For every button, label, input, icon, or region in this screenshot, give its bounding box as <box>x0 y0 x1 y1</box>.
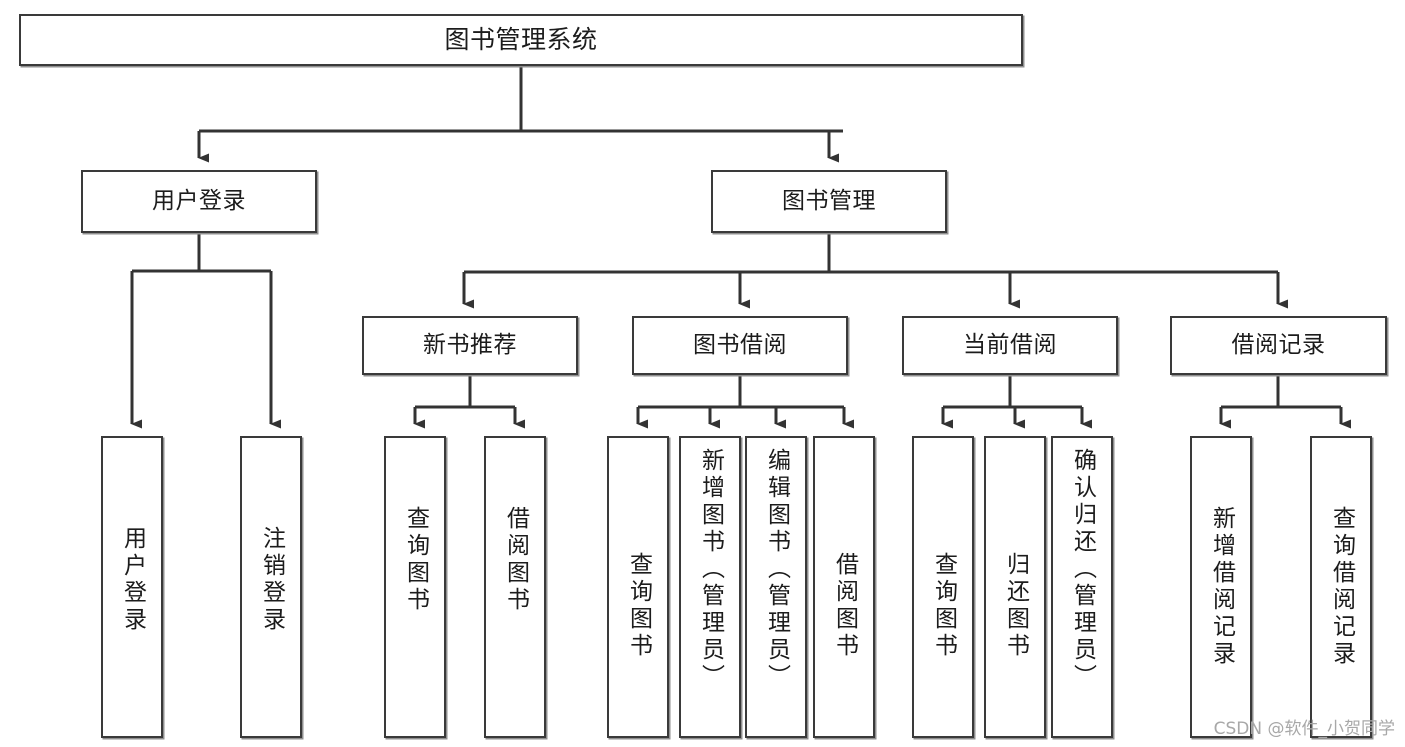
node-book-manage-label: 图书管理 <box>782 188 876 215</box>
node-book-borrow[interactable]: 图书借阅 <box>632 316 848 375</box>
node-leaf-query-borrow-record-label: 查询借阅记录 <box>1328 506 1355 668</box>
node-leaf-query-book-1[interactable]: 查询图书 <box>384 436 446 738</box>
node-leaf-confirm-return-label: 确认归还（管理员） <box>1069 448 1096 691</box>
node-leaf-query-book-2-label: 查询图书 <box>625 552 652 660</box>
node-leaf-borrow-book-1-label: 借阅图书 <box>502 506 529 614</box>
node-current-borrow[interactable]: 当前借阅 <box>902 316 1118 375</box>
node-leaf-borrow-book-2-label: 借阅图书 <box>831 552 858 660</box>
node-leaf-return-book[interactable]: 归还图书 <box>984 436 1046 738</box>
node-user-login-label: 用户登录 <box>152 188 246 215</box>
node-leaf-query-book-1-label: 查询图书 <box>402 506 429 614</box>
node-new-book-recommend-label: 新书推荐 <box>423 332 517 359</box>
node-leaf-user-login-label: 用户登录 <box>119 526 146 634</box>
node-borrow-record[interactable]: 借阅记录 <box>1170 316 1387 375</box>
node-new-book-recommend[interactable]: 新书推荐 <box>362 316 578 375</box>
watermark-text: CSDN @软件_小贺同学 <box>1213 719 1395 739</box>
node-leaf-user-logout[interactable]: 注销登录 <box>240 436 302 738</box>
node-leaf-query-book-3[interactable]: 查询图书 <box>912 436 974 738</box>
node-leaf-borrow-book-2[interactable]: 借阅图书 <box>813 436 875 738</box>
node-leaf-edit-book-admin[interactable]: 编辑图书（管理员） <box>745 436 807 738</box>
node-root[interactable]: 图书管理系统 <box>19 14 1023 66</box>
node-leaf-query-borrow-record[interactable]: 查询借阅记录 <box>1310 436 1372 738</box>
node-current-borrow-label: 当前借阅 <box>963 332 1057 359</box>
node-leaf-borrow-book-1[interactable]: 借阅图书 <box>484 436 546 738</box>
node-leaf-edit-book-admin-label: 编辑图书（管理员） <box>763 448 790 691</box>
node-leaf-user-login[interactable]: 用户登录 <box>101 436 163 738</box>
node-leaf-user-logout-label: 注销登录 <box>258 526 285 634</box>
node-book-manage[interactable]: 图书管理 <box>711 170 947 233</box>
node-root-label: 图书管理系统 <box>444 24 598 54</box>
node-book-borrow-label: 图书借阅 <box>693 332 787 359</box>
node-leaf-add-book-admin-label: 新增图书（管理员） <box>697 448 724 691</box>
node-borrow-record-label: 借阅记录 <box>1231 332 1326 359</box>
node-leaf-add-book-admin[interactable]: 新增图书（管理员） <box>679 436 741 738</box>
node-leaf-query-book-2[interactable]: 查询图书 <box>607 436 669 738</box>
node-leaf-confirm-return[interactable]: 确认归还（管理员） <box>1051 436 1113 738</box>
node-leaf-add-borrow-record-label: 新增借阅记录 <box>1208 506 1235 668</box>
node-leaf-return-book-label: 归还图书 <box>1002 552 1029 660</box>
node-leaf-add-borrow-record[interactable]: 新增借阅记录 <box>1190 436 1252 738</box>
node-user-login[interactable]: 用户登录 <box>81 170 317 233</box>
node-leaf-query-book-3-label: 查询图书 <box>930 552 957 660</box>
